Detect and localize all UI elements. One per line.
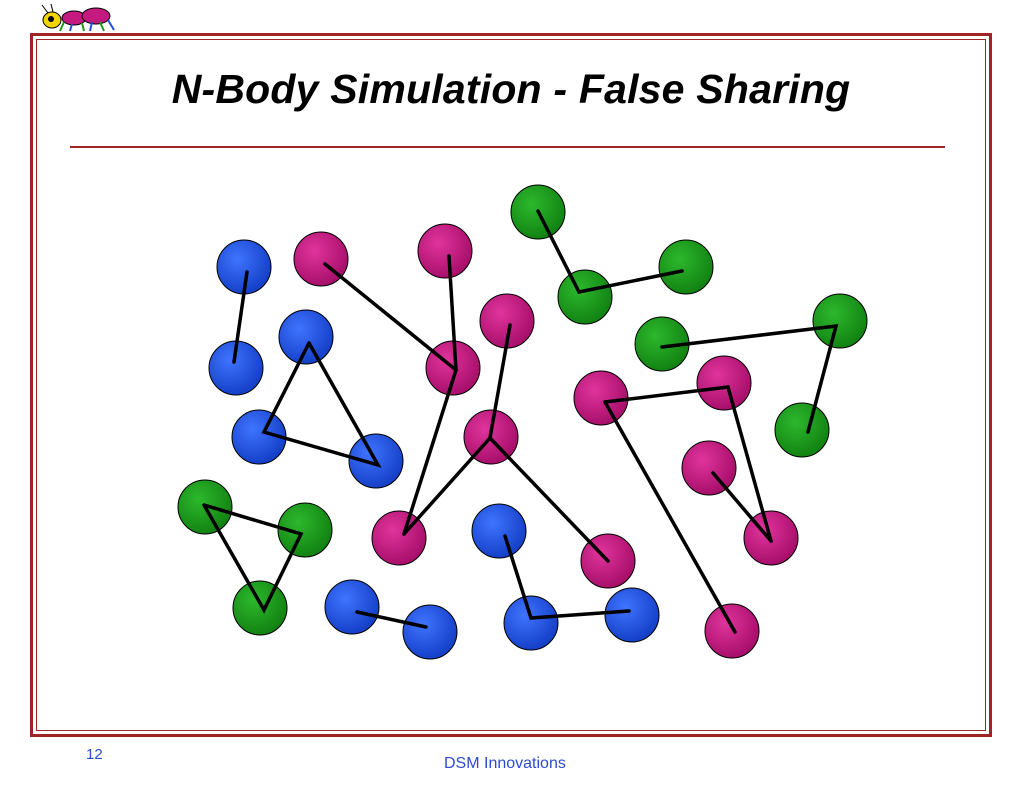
link-magenta <box>711 471 773 543</box>
ant-logo-icon <box>41 3 115 32</box>
interaction-links <box>202 209 839 634</box>
body-magenta <box>696 355 752 411</box>
link-blue <box>355 610 428 629</box>
link-green <box>660 323 839 434</box>
slide-frame-outer <box>30 33 992 737</box>
body-green <box>774 402 830 458</box>
body-green <box>277 502 333 558</box>
slide-frame-inner <box>36 39 986 731</box>
link-blue <box>503 534 631 620</box>
body-green <box>812 293 868 349</box>
body-blue <box>503 595 559 651</box>
link-magenta <box>488 436 610 563</box>
body-magenta <box>704 603 760 659</box>
footer-text: DSM Innovations <box>444 755 566 772</box>
page-number: 12 <box>86 746 103 763</box>
link-magenta <box>402 368 458 536</box>
body-green <box>232 580 288 636</box>
body-green <box>658 239 714 295</box>
link-green <box>202 503 304 614</box>
slide-title: N-Body Simulation - False Sharing <box>171 66 851 112</box>
link-blue <box>232 270 249 364</box>
body-blue <box>278 309 334 365</box>
link-magenta <box>323 262 458 372</box>
body-magenta <box>573 370 629 426</box>
body-green <box>557 269 613 325</box>
body-blue <box>604 587 660 643</box>
body-blue <box>402 604 458 660</box>
link-blue <box>261 341 382 468</box>
link-magenta <box>603 400 737 634</box>
body-magenta <box>681 440 737 496</box>
bodies <box>177 184 868 660</box>
body-blue <box>324 579 380 635</box>
body-magenta <box>417 223 473 279</box>
body-blue <box>471 503 527 559</box>
title-divider <box>70 146 945 148</box>
link-magenta <box>447 254 458 372</box>
link-green <box>536 209 684 294</box>
link-magenta <box>603 385 773 543</box>
